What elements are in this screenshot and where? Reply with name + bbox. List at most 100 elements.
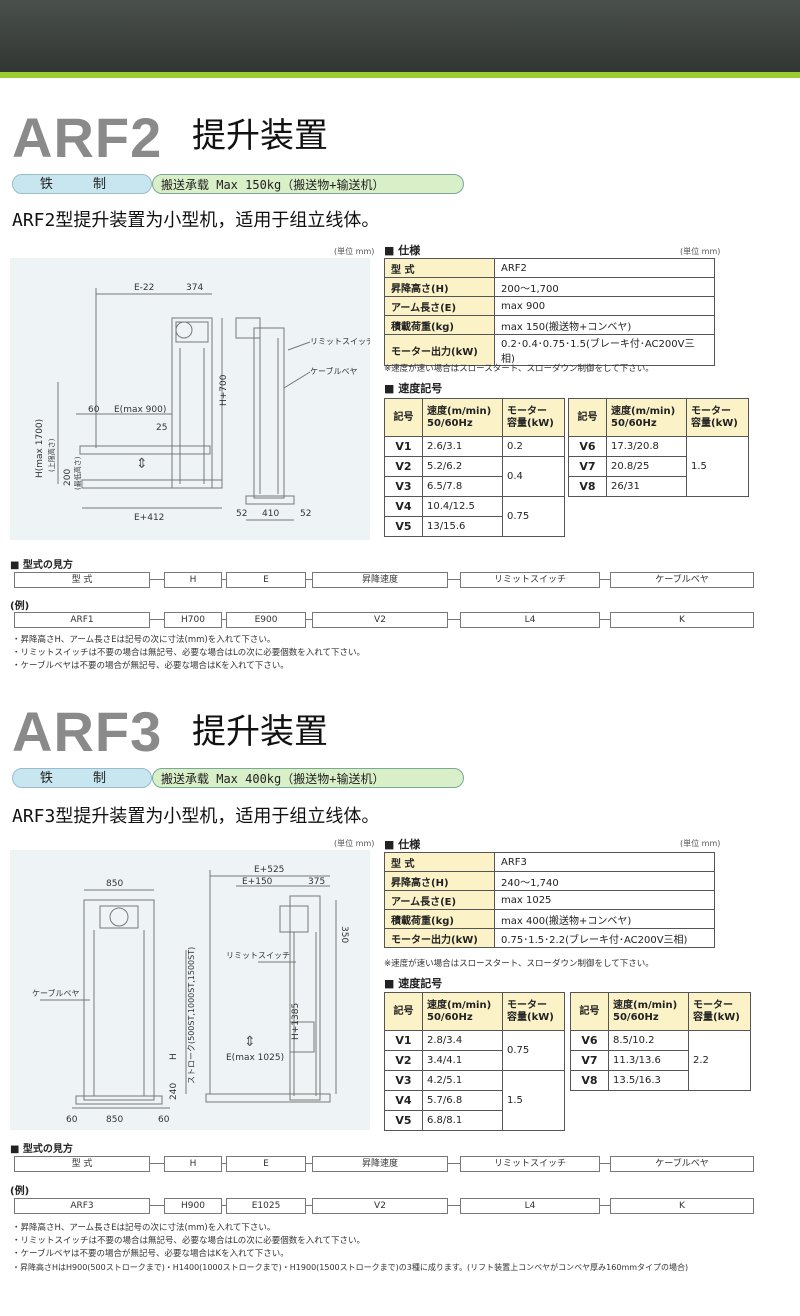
howto-limit-switch: リミットスイッチ xyxy=(460,1156,600,1172)
table-row: アーム長さ(E)max 900 xyxy=(384,296,715,316)
note-line: ・昇降高さHはH900(500ストロークまで)・H1400(1000ストロークま… xyxy=(12,1263,689,1272)
table-row: 積載荷重(kg)max 150(搬送物+コンベヤ) xyxy=(384,315,715,335)
dim-emax: E(max 900) xyxy=(114,405,166,415)
up-down-arrow-icon: ⇕ xyxy=(244,1034,256,1050)
header-code: 記号 xyxy=(570,992,609,1031)
dim-e150: E+150 xyxy=(242,877,273,887)
howto-model: 型 式 xyxy=(14,1156,150,1172)
speed-value: 20.8/25 xyxy=(606,456,687,477)
table-row: 昇降高さ(H)200～1,700 xyxy=(384,277,715,297)
example-h: H900 xyxy=(164,1198,222,1214)
arf3-capacity-badge: 搬送承载 Max 400kg（搬送物+输送机） xyxy=(152,768,464,788)
speed-code: V2 xyxy=(384,1050,423,1071)
dim-52a: 52 xyxy=(236,509,247,519)
speed-value: 17.3/20.8 xyxy=(606,436,687,457)
dim-60a: 60 xyxy=(66,1115,78,1125)
arf3-spec-heading: ■ 仕様 xyxy=(384,838,421,851)
spec-value: max 150(搬送物+コンベヤ) xyxy=(494,315,715,335)
spec-key: 昇降高さ(H) xyxy=(384,277,495,297)
arf2-capacity-badge: 搬送承载 Max 150kg（搬送物+输送机） xyxy=(152,174,464,194)
speed-value: 2.6/3.1 xyxy=(422,436,503,457)
header-speed: 速度(m/min) 50/60Hz xyxy=(422,398,503,437)
motor-value: 0.4 xyxy=(502,456,565,497)
arf2-spec-note: ※速度が速い場合はスロースタート、スローダウン制御をして下さい。 xyxy=(384,364,654,374)
example-speed: V2 xyxy=(312,612,448,628)
arf2-speed-heading: ■ 速度記号 xyxy=(384,382,443,395)
note-line: ・ケーブルベヤは不要の場合が無記号、必要な場合はKを入れて下さい。 xyxy=(12,1249,289,1259)
note-line: ・リミットスイッチは不要の場合は無記号、必要な場合はLの次に必要個数を入れて下さ… xyxy=(12,1236,365,1246)
speed-code: V4 xyxy=(384,496,423,517)
dim-350: 350 xyxy=(339,926,349,943)
howto-cable-carrier: ケーブルベヤ xyxy=(610,1156,754,1172)
header-motor: モーター 容量(kW) xyxy=(502,398,565,437)
header-motor: モーター 容量(kW) xyxy=(688,992,751,1031)
note-line: ・昇降高さH、アーム長さEは記号の次に寸法(mm)を入れて下さい。 xyxy=(12,635,276,645)
howto-speed: 昇降速度 xyxy=(312,572,448,588)
arf2-dimension-drawing: E-22 374 H+700 リミットスイッチ ケーブルベヤ H(max 170… xyxy=(35,283,374,523)
howto-h: H xyxy=(164,572,222,588)
arf2-drawing: E-22 374 H+700 リミットスイッチ ケーブルベヤ H(max 170… xyxy=(10,258,374,540)
spec-value: max 400(搬送物+コンベヤ) xyxy=(494,909,715,929)
speed-value: 8.5/10.2 xyxy=(608,1030,689,1051)
example-limit-switch: L4 xyxy=(460,612,600,628)
arf2-howto-heading: ■ 型式の見方 xyxy=(10,560,73,571)
arf3-example-label: (例) xyxy=(10,1186,30,1197)
table-row: 記号 速度(m/min) 50/60Hz モーター 容量(kW) xyxy=(568,398,749,437)
dim-200: 200 xyxy=(63,469,73,486)
note-line: ・リミットスイッチは不要の場合は無記号、必要な場合はLの次に必要個数を入れて下さ… xyxy=(12,648,365,658)
dim-upper: (上限高さ) xyxy=(47,438,56,472)
example-e: E900 xyxy=(226,612,306,628)
spec-key: 昇降高さ(H) xyxy=(384,871,495,891)
example-model: ARF3 xyxy=(14,1198,150,1214)
arf3-drawing: 850 E+525 E+150 375 350 リミットスイッチ ケーブルベヤ … xyxy=(10,850,370,1130)
example-speed: V2 xyxy=(312,1198,448,1214)
dim-375: 375 xyxy=(308,877,325,887)
speed-code: V6 xyxy=(570,1030,609,1051)
header-speed: 速度(m/min) 50/60Hz xyxy=(422,992,503,1031)
speed-value: 11.3/13.6 xyxy=(608,1050,689,1071)
table-row: モーター出力(kW)0.75･1.5･2.2(ブレーキ付･AC200V三相) xyxy=(384,928,715,948)
example-model: ARF1 xyxy=(14,612,150,628)
arf2-example-label: (例) xyxy=(10,601,30,612)
dim-850: 850 xyxy=(106,1115,123,1125)
howto-speed: 昇降速度 xyxy=(312,1156,448,1172)
dim-850-top: 850 xyxy=(106,879,123,889)
spec-key: 型 式 xyxy=(384,852,495,872)
example-e: E1025 xyxy=(226,1198,306,1214)
arf2-model-title: ARF2 xyxy=(12,106,163,169)
speed-code: V7 xyxy=(568,456,607,477)
dim-52b: 52 xyxy=(300,509,311,519)
dim-e1025: E(max 1025) xyxy=(226,1053,284,1063)
arf2-notes: ・昇降高さH、アーム長さEは記号の次に寸法(mm)を入れて下さい。 ・リミットス… xyxy=(12,634,365,673)
speed-code: V3 xyxy=(384,1070,423,1091)
example-limit-switch: L4 xyxy=(460,1198,600,1214)
dim-h1385: H+1385 xyxy=(291,1003,301,1040)
speed-value: 6.8/8.1 xyxy=(422,1110,503,1131)
arf3-notes: ・昇降高さH、アーム長さEは記号の次に寸法(mm)を入れて下さい。 ・リミットス… xyxy=(12,1222,792,1274)
table-row: アーム長さ(E)max 1025 xyxy=(384,890,715,910)
table-row: モーター出力(kW)0.2･0.4･0.75･1.5(ブレーキ付･AC200V三… xyxy=(384,334,715,366)
speed-value: 4.2/5.1 xyxy=(422,1070,503,1091)
arf3-dimension-drawing: 850 E+525 E+150 375 350 リミットスイッチ ケーブルベヤ … xyxy=(32,865,349,1125)
howto-cable-carrier: ケーブルベヤ xyxy=(610,572,754,588)
motor-value: 1.5 xyxy=(686,436,749,497)
spec-key: 型 式 xyxy=(384,258,495,278)
note-line: ・昇降高さH、アーム長さEは記号の次に寸法(mm)を入れて下さい。 xyxy=(12,1223,276,1233)
dim-240: 240 xyxy=(169,1083,179,1100)
arf3-spec-unit: (単位 mm) xyxy=(680,839,721,848)
example-cable-carrier: K xyxy=(610,612,754,628)
motor-value: 2.2 xyxy=(688,1030,751,1091)
header-code: 記号 xyxy=(384,992,423,1031)
motor-value: 1.5 xyxy=(502,1070,565,1131)
arf3-material-badge: 铁 制 xyxy=(12,768,152,788)
header-motor: モーター 容量(kW) xyxy=(502,992,565,1031)
